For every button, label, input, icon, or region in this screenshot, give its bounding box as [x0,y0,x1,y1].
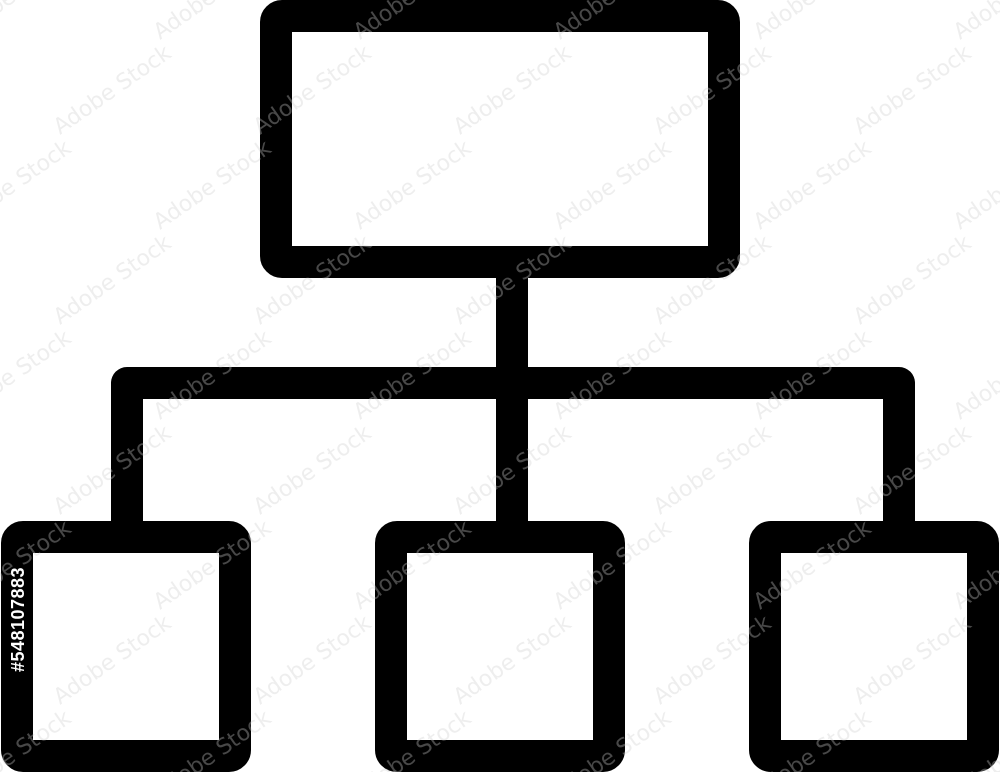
watermark-tile: Adobe Stock [849,230,976,329]
watermark-tile: Adobe Stock [0,135,76,234]
watermark-tile: Adobe Stock [949,0,1000,45]
child-node-right [749,521,999,772]
child-node-center [375,521,625,772]
watermark-tile: Adobe Stock [49,40,176,139]
stock-id-watermark: #548107883 [4,534,34,704]
watermark-tile: Adobe Stock [149,0,276,45]
watermark-tile: Adobe Stock [949,135,1000,234]
watermark-tile: Adobe Stock [249,610,376,709]
stock-id-label: #548107883 [8,566,29,672]
watermark-tile: Adobe Stock [149,135,276,234]
connector-lines [111,262,915,537]
watermark-tile: Adobe Stock [749,135,876,234]
root-node [260,0,740,278]
watermark-tile: Adobe Stock [849,40,976,139]
watermark-tile: Adobe Stock [949,325,1000,424]
watermark-tile: Adobe Stock [0,325,76,424]
watermark-tile: Adobe Stock [249,420,376,519]
watermark-tile: Adobe Stock [749,0,876,45]
child-node-left [1,521,251,772]
watermark-tile: Adobe Stock [0,0,76,45]
watermark-tile: Adobe Stock [49,230,176,329]
watermark-tile: Adobe Stock [649,420,776,519]
